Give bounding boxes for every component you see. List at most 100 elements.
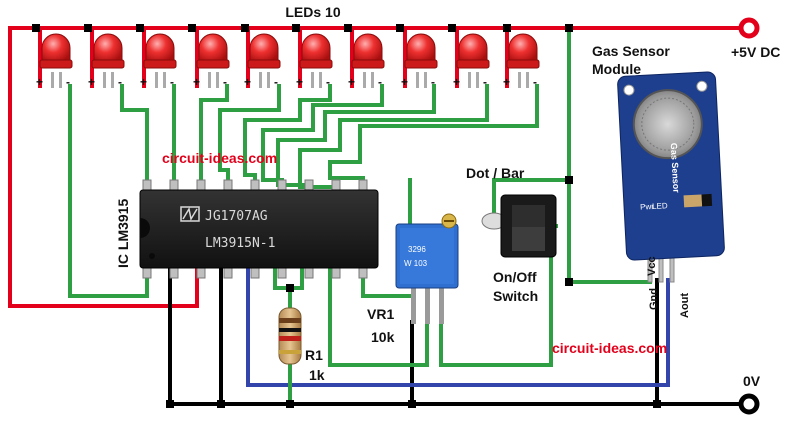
led-lead (208, 72, 211, 88)
ic-marking-line1: JG1707AG (205, 209, 268, 224)
led-minus-label: - (274, 75, 278, 89)
led-rim (247, 59, 281, 69)
led-minus-label: - (326, 75, 330, 89)
junction-dot (84, 24, 92, 32)
led-lead (311, 72, 314, 88)
junction-dot (653, 400, 661, 408)
gas-sensor-module: Gas Sensor Pwr LED (617, 71, 725, 283)
led-6: +- (296, 33, 333, 89)
led-5: +- (244, 33, 281, 89)
junction-dot (136, 24, 144, 32)
led-plus-label: + (401, 75, 408, 89)
pot-value-label: 10k (371, 329, 395, 345)
led-minus-label: - (223, 75, 227, 89)
junction-dot (448, 24, 456, 32)
led-rim (506, 59, 540, 69)
plus-5v-terminal (738, 17, 760, 39)
watermark-bottom: circuit-ideas.com (552, 340, 667, 356)
led-2: +- (88, 33, 125, 89)
led-minus-label: - (378, 75, 382, 89)
ground-terminal (738, 393, 760, 415)
ic-lm3915: JG1707AG LM3915N-1 (139, 179, 379, 279)
junction-dot (565, 24, 573, 32)
junction-dot (292, 24, 300, 32)
led-1: +- (36, 33, 73, 89)
led-cathode-wire-10 (328, 84, 539, 192)
led-7: +- (348, 33, 385, 89)
switch-rocker (512, 227, 545, 251)
led-lead (526, 72, 529, 88)
svg-text:3296: 3296 (408, 245, 426, 254)
led-icon (249, 33, 279, 63)
national-logo-icon (180, 206, 200, 222)
watermark-top: circuit-ideas.com (162, 150, 277, 166)
led-lead (163, 72, 166, 88)
led-icon (353, 33, 383, 63)
led-icon (198, 33, 228, 63)
junction-dot (565, 176, 573, 184)
led-icon (508, 33, 538, 63)
sensor-title-line1: Gas Sensor (592, 43, 670, 59)
led-plus-label: + (348, 75, 355, 89)
sensor-title-line2: Module (592, 61, 641, 77)
slide-switch (481, 194, 557, 258)
junction-dot (408, 400, 416, 408)
led-lead (371, 72, 374, 88)
junction-dot (396, 24, 404, 32)
ground-label: 0V (743, 373, 761, 389)
led-4: +- (193, 33, 230, 89)
ic-pin1-dot (149, 253, 155, 259)
pot-ref-label: VR1 (367, 306, 394, 322)
led-rim (196, 59, 230, 69)
led-lead (59, 72, 62, 88)
sensor-pin-vcc-label: Vcc (646, 256, 658, 276)
junction-dot (286, 400, 294, 408)
led-minus-label: - (483, 75, 487, 89)
led-lead (155, 72, 158, 88)
led-lead (216, 72, 219, 88)
led-rim (456, 59, 490, 69)
led-plus-label: + (244, 75, 251, 89)
led-cathode-wire-6 (243, 84, 332, 192)
junction-dot (32, 24, 40, 32)
led-rim (39, 59, 73, 69)
led-lead (518, 72, 521, 88)
junction-dot (188, 24, 196, 32)
ic-notch (140, 218, 150, 238)
led-3: +- (140, 33, 177, 89)
led-lead (111, 72, 114, 88)
led-cathode-wire-2 (120, 84, 149, 192)
led-plus-label: + (193, 75, 200, 89)
led-9: +- (453, 33, 490, 89)
led-plus-label: + (36, 75, 43, 89)
switch-feed-wire (492, 178, 571, 216)
led-cathode-wire-5 (218, 84, 281, 192)
sensor-pin-aout-label: Aout (679, 293, 691, 318)
led-minus-label: - (66, 75, 70, 89)
led-lead (416, 72, 419, 88)
led-minus-label: - (118, 75, 122, 89)
led-rim (143, 59, 177, 69)
junction-dot (344, 24, 352, 32)
sensor-pin-gnd-label: Gnd (648, 288, 660, 310)
led-icon (301, 33, 331, 63)
resistor-ref-label: R1 (305, 347, 323, 363)
sensor-mesh-icon (632, 89, 703, 160)
junction-dot (286, 284, 294, 292)
led-icon (93, 33, 123, 63)
switch-label-line2: Switch (493, 288, 538, 304)
led-lead (103, 72, 106, 88)
led-plus-label: + (88, 75, 95, 89)
svg-text:Pwr: Pwr (640, 202, 655, 212)
ic-body (139, 189, 379, 269)
led-icon (145, 33, 175, 63)
pot-wiper-wire (328, 266, 429, 367)
positive-rail-left (8, 26, 199, 308)
led-lead (51, 72, 54, 88)
led-cathode-wire-4 (199, 84, 229, 192)
led-lead (259, 72, 262, 88)
led-rim (91, 59, 125, 69)
junction-dot (166, 400, 174, 408)
led-lead (424, 72, 427, 88)
led-lead (476, 72, 479, 88)
